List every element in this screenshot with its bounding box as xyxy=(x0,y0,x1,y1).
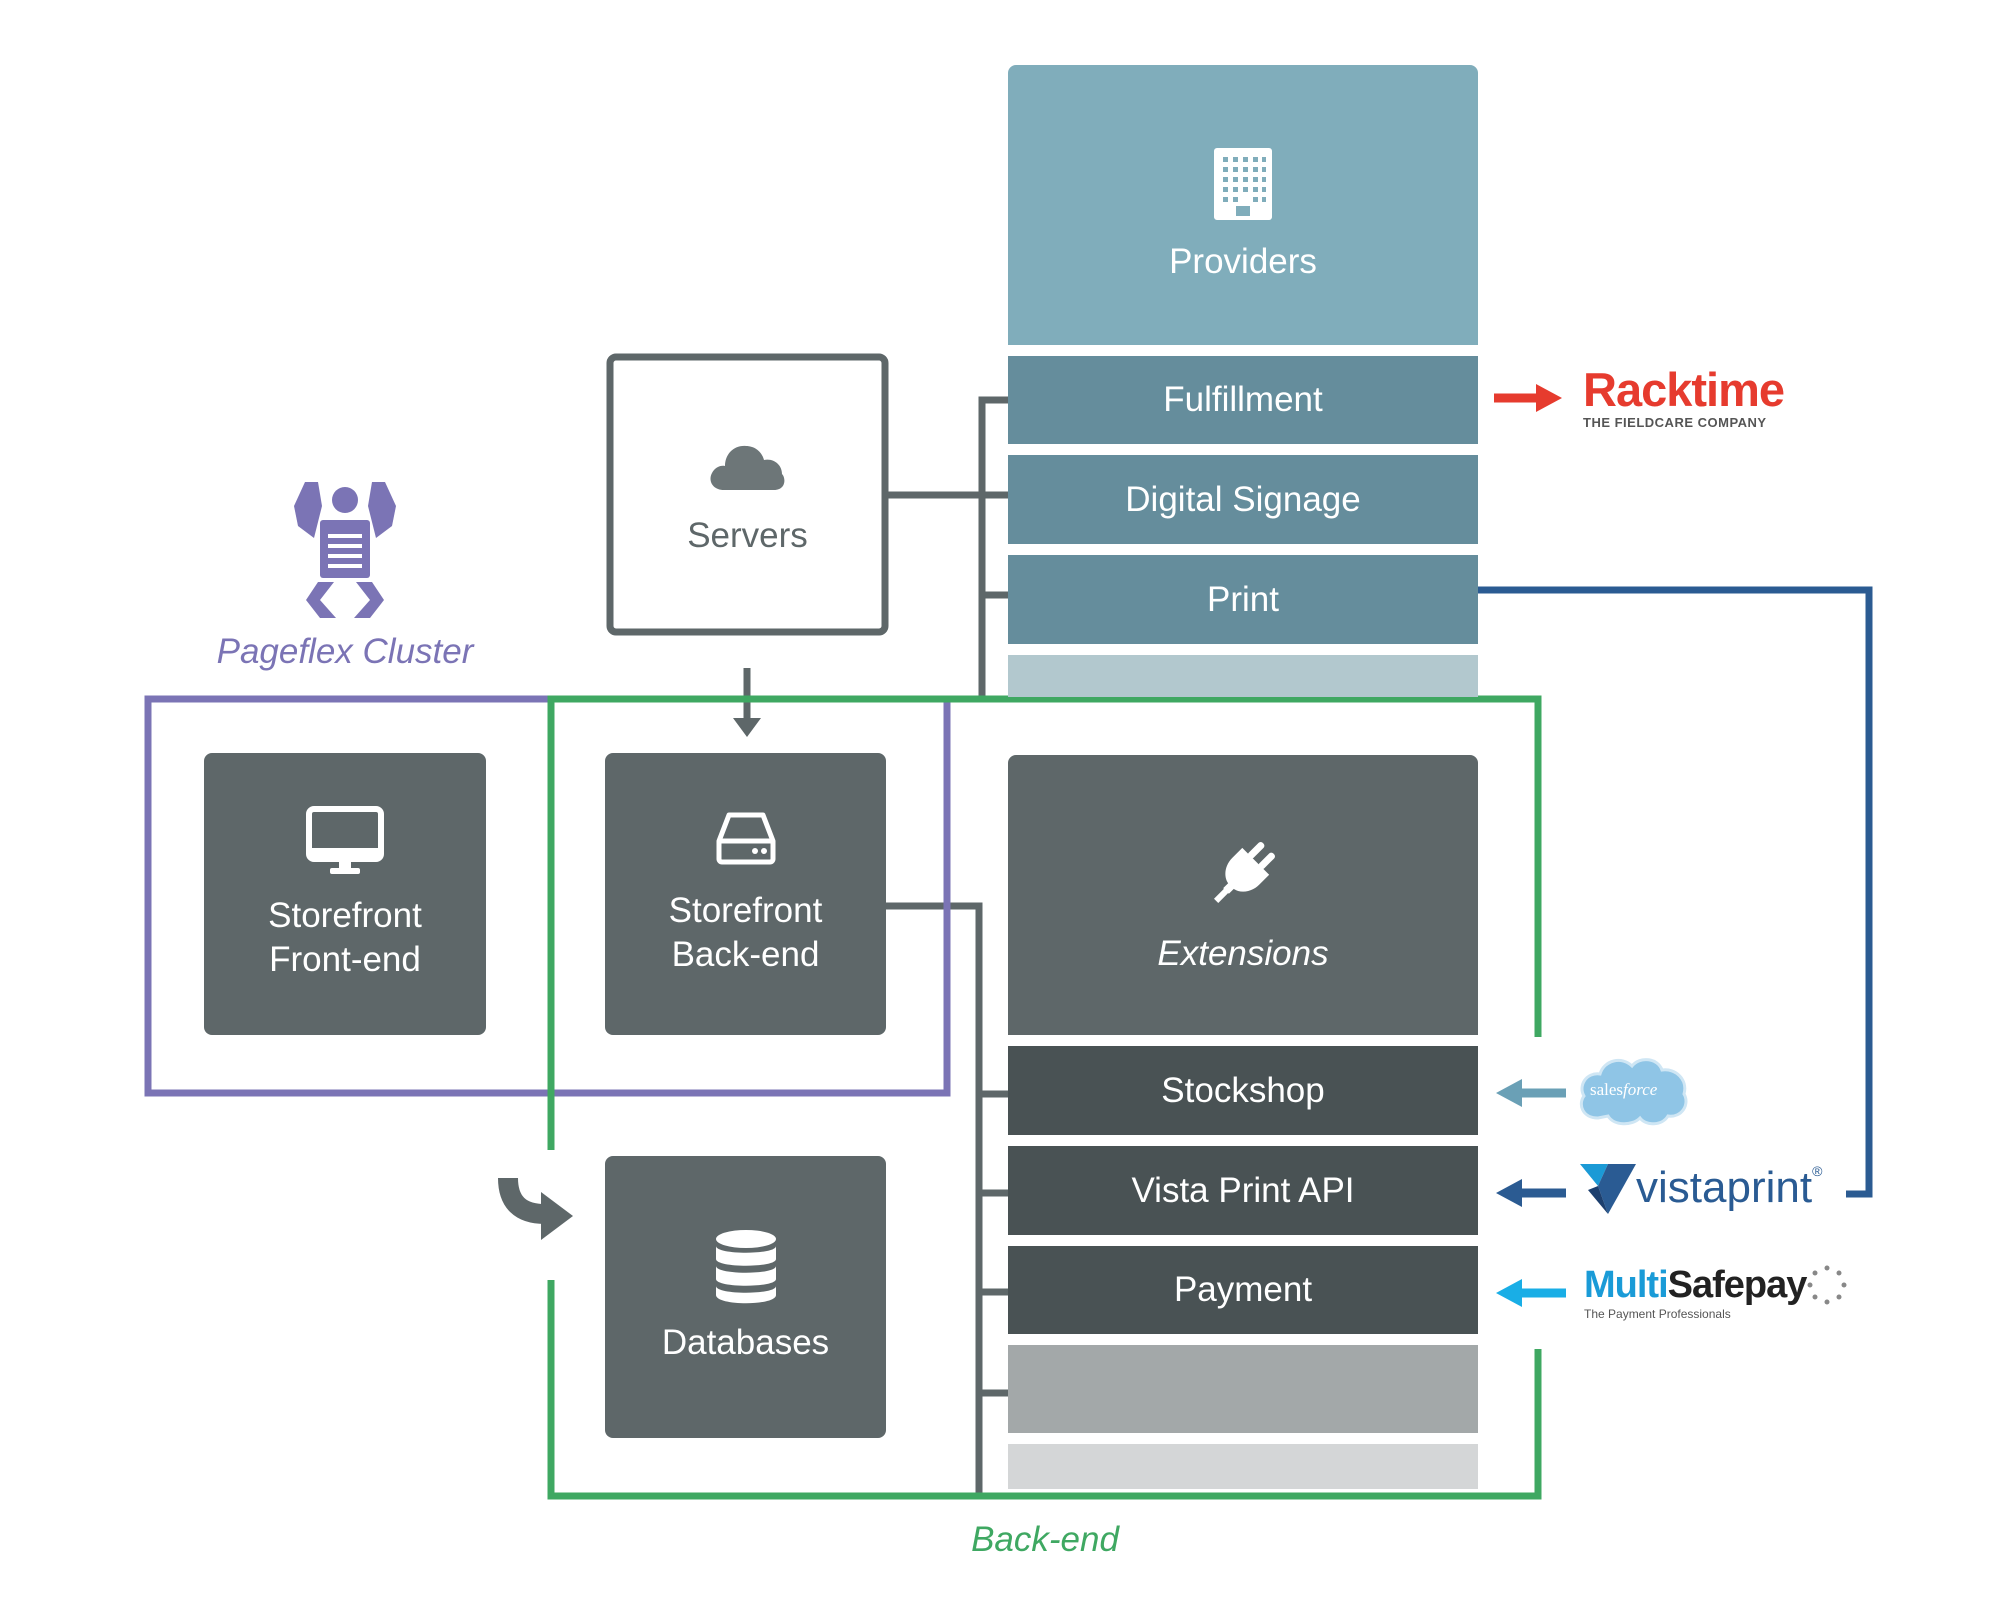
salesforce-name-part1: sales xyxy=(1590,1080,1624,1099)
databases-label: Databases xyxy=(661,1323,830,1362)
plug-icon xyxy=(1214,842,1275,903)
multisafepay-name-part2: Safepay xyxy=(1667,1264,1808,1306)
database-icon xyxy=(715,1230,776,1304)
multisafepay-tagline: The Payment Professionals xyxy=(1584,1307,1731,1321)
provider-item-label: Fulfillment xyxy=(1163,380,1323,419)
storefront-backend-line2: Back-end xyxy=(671,935,820,974)
hard-drive-icon xyxy=(716,812,775,865)
vistaprint-arrow xyxy=(1496,1179,1522,1207)
salesforce-arrow xyxy=(1496,1079,1522,1107)
vistaprint-name: vistaprint xyxy=(1636,1163,1813,1212)
extension-item-payment[interactable]: Payment xyxy=(1008,1246,1478,1334)
extension-item-label: Vista Print API xyxy=(1131,1170,1355,1210)
salesforce-cloud-icon xyxy=(1579,1058,1688,1126)
extension-item-stockshop[interactable]: Stockshop xyxy=(1008,1046,1478,1135)
provider-item-fulfillment[interactable]: Fulfillment xyxy=(1008,356,1478,444)
provider-item-digital-signage[interactable]: Digital Signage xyxy=(1008,455,1478,544)
vistaprint-mark: ® xyxy=(1812,1163,1823,1179)
provider-item-print[interactable]: Print xyxy=(1008,555,1478,644)
provider-item-label: Digital Signage xyxy=(1125,479,1361,519)
backend-label: Back-end xyxy=(971,1520,1119,1559)
extensions-panel: Extensions xyxy=(1008,755,1478,1035)
extension-placeholder-slot xyxy=(1008,1345,1478,1433)
multisafepay-dots-icon xyxy=(1807,1265,1847,1305)
databases-node[interactable]: Databases xyxy=(605,1156,886,1438)
racktime-logo: Racktime THE FIELDCARE COMPANY xyxy=(1583,363,1798,431)
racktime-tagline: THE FIELDCARE COMPANY xyxy=(1583,415,1767,430)
extension-item-label: Stockshop xyxy=(1161,1070,1325,1110)
building-icon xyxy=(1214,148,1272,220)
storefront-backend-node[interactable]: Storefront Back-end xyxy=(605,753,886,1035)
pageflex-mascot-icon xyxy=(294,482,396,618)
multisafepay-arrow xyxy=(1496,1279,1522,1307)
multisafepay-logo: MultiSafepay The Payment Professionals xyxy=(1584,1264,1854,1326)
salesforce-name-part2: force xyxy=(1623,1080,1658,1099)
cloud-icon xyxy=(710,445,784,490)
salesforce-logo: salesforce xyxy=(1576,1050,1691,1130)
extensions-title: Extensions xyxy=(1157,934,1329,973)
providers-title: Providers xyxy=(1169,242,1317,281)
vistaprint-logo: vistaprint® xyxy=(1578,1160,1848,1220)
extension-item-label: Payment xyxy=(1173,1270,1313,1309)
extension-item-vista-print-api[interactable]: Vista Print API xyxy=(1008,1146,1478,1235)
vistaprint-mark-icon xyxy=(1580,1164,1636,1214)
provider-item-label: Print xyxy=(1207,579,1279,619)
provider-placeholder-slot xyxy=(1008,655,1478,697)
servers-node[interactable]: Servers xyxy=(614,361,881,628)
storefront-frontend-line2: Front-end xyxy=(269,940,421,979)
cluster-label: Pageflex Cluster xyxy=(216,632,474,671)
racktime-arrow xyxy=(1536,384,1562,412)
storefront-frontend-line1: Storefront xyxy=(268,896,422,935)
servers-label: Servers xyxy=(687,515,808,555)
providers-panel: Providers xyxy=(1008,65,1478,345)
racktime-name: Racktime xyxy=(1583,363,1785,416)
extension-placeholder-slot-light xyxy=(1008,1444,1478,1489)
monitor-icon xyxy=(306,806,384,874)
storefront-frontend-node[interactable]: Storefront Front-end xyxy=(204,753,486,1035)
storefront-backend-line1: Storefront xyxy=(668,891,823,930)
multisafepay-name-part1: Multi xyxy=(1584,1264,1669,1306)
